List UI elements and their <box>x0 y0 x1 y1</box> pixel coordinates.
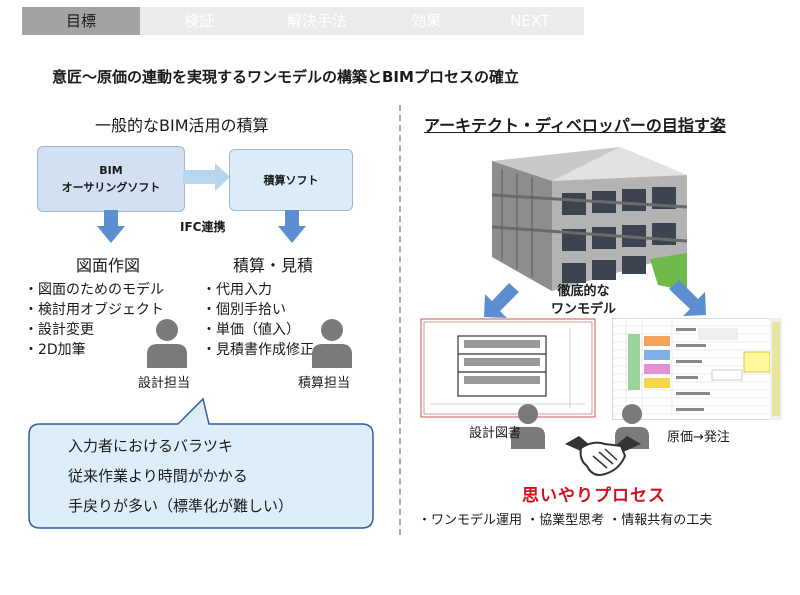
onemodel-line2: ワンモデル <box>551 302 617 317</box>
person-icon <box>312 319 352 368</box>
callout-line: 手戻りが多い（標準化が難しい） <box>68 497 294 515</box>
col2-title: 積算・見積 <box>233 256 314 275</box>
design-drawing-image <box>420 318 596 418</box>
tab-solution[interactable]: 解決手法 <box>286 12 347 30</box>
process-title: 思いやりプロセス <box>522 486 666 506</box>
down-arrow-right <box>278 210 306 243</box>
handshake-icon <box>565 436 641 476</box>
box1-line2: オーサリングソフト <box>61 181 161 194</box>
ifc-label: IFC連携 <box>180 220 226 234</box>
list-item: ・設計変更 <box>24 322 94 338</box>
person-label-design: 設計担当 <box>138 376 191 391</box>
list-item: ・代用入力 <box>202 282 272 298</box>
building-model-image <box>491 147 688 291</box>
page-title: 意匠～原価の連動を実現するワンモデルの構築とBIMプロセスの確立 <box>52 68 519 86</box>
tab-effect[interactable]: 効果 <box>410 12 441 30</box>
box1-line1: BIM <box>99 164 123 177</box>
tab-goal[interactable]: 目標 <box>22 7 140 35</box>
ifc-arrow <box>183 163 230 191</box>
diagonal-arrow-right <box>669 280 706 316</box>
bim-authoring-box: BIM オーサリングソフト <box>37 146 185 212</box>
list-item: ・見積書作成修正 <box>202 342 314 358</box>
list-item: ・単価（値入） <box>202 322 300 338</box>
cost-label: 原価→発注 <box>667 430 730 445</box>
speech-bubble <box>28 397 374 529</box>
callout-text: 入力者におけるバラツキ 従来作業より時間がかかる 手戻りが多い（標準化が難しい） <box>68 431 293 521</box>
person-label-estimation: 積算担当 <box>298 376 351 391</box>
estimation-software-box: 積算ソフト <box>229 149 353 211</box>
callout-line: 従来作業より時間がかかる <box>68 467 248 485</box>
person-icon <box>147 319 187 368</box>
col1-title: 図面作図 <box>76 256 141 275</box>
diagonal-arrow-left <box>484 283 519 318</box>
bottom-points: ・ワンモデル運用 ・協業型思考 ・情報共有の工夫 <box>418 513 713 528</box>
col2-list: ・代用入力 ・個別手拾い ・単価（値入） ・見積書作成修正 <box>202 280 314 360</box>
onemodel-label: 徹底的な ワンモデル <box>551 283 616 319</box>
list-item: ・図面のためのモデル <box>24 282 164 298</box>
tab-next[interactable]: NEXT <box>510 12 550 30</box>
down-arrow-left <box>97 210 125 243</box>
onemodel-line1: 徹底的な <box>557 284 610 299</box>
tab-verification[interactable]: 検証 <box>183 12 214 30</box>
drawings-label: 設計図書 <box>469 426 522 441</box>
list-item: ・個別手拾い <box>202 302 286 318</box>
list-item: ・2D加筆 <box>24 342 86 358</box>
right-heading: アーキテクト・ディベロッパーの目指す姿 <box>424 116 726 135</box>
list-item: ・検討用オブジェクト <box>24 302 164 318</box>
left-heading: 一般的なBIM活用の積算 <box>95 116 269 135</box>
col1-list: ・図面のためのモデル ・検討用オブジェクト ・設計変更 ・2D加筆 <box>24 280 164 360</box>
person-icon <box>511 404 545 449</box>
section-divider <box>399 105 401 535</box>
callout-line: 入力者におけるバラツキ <box>68 437 234 455</box>
